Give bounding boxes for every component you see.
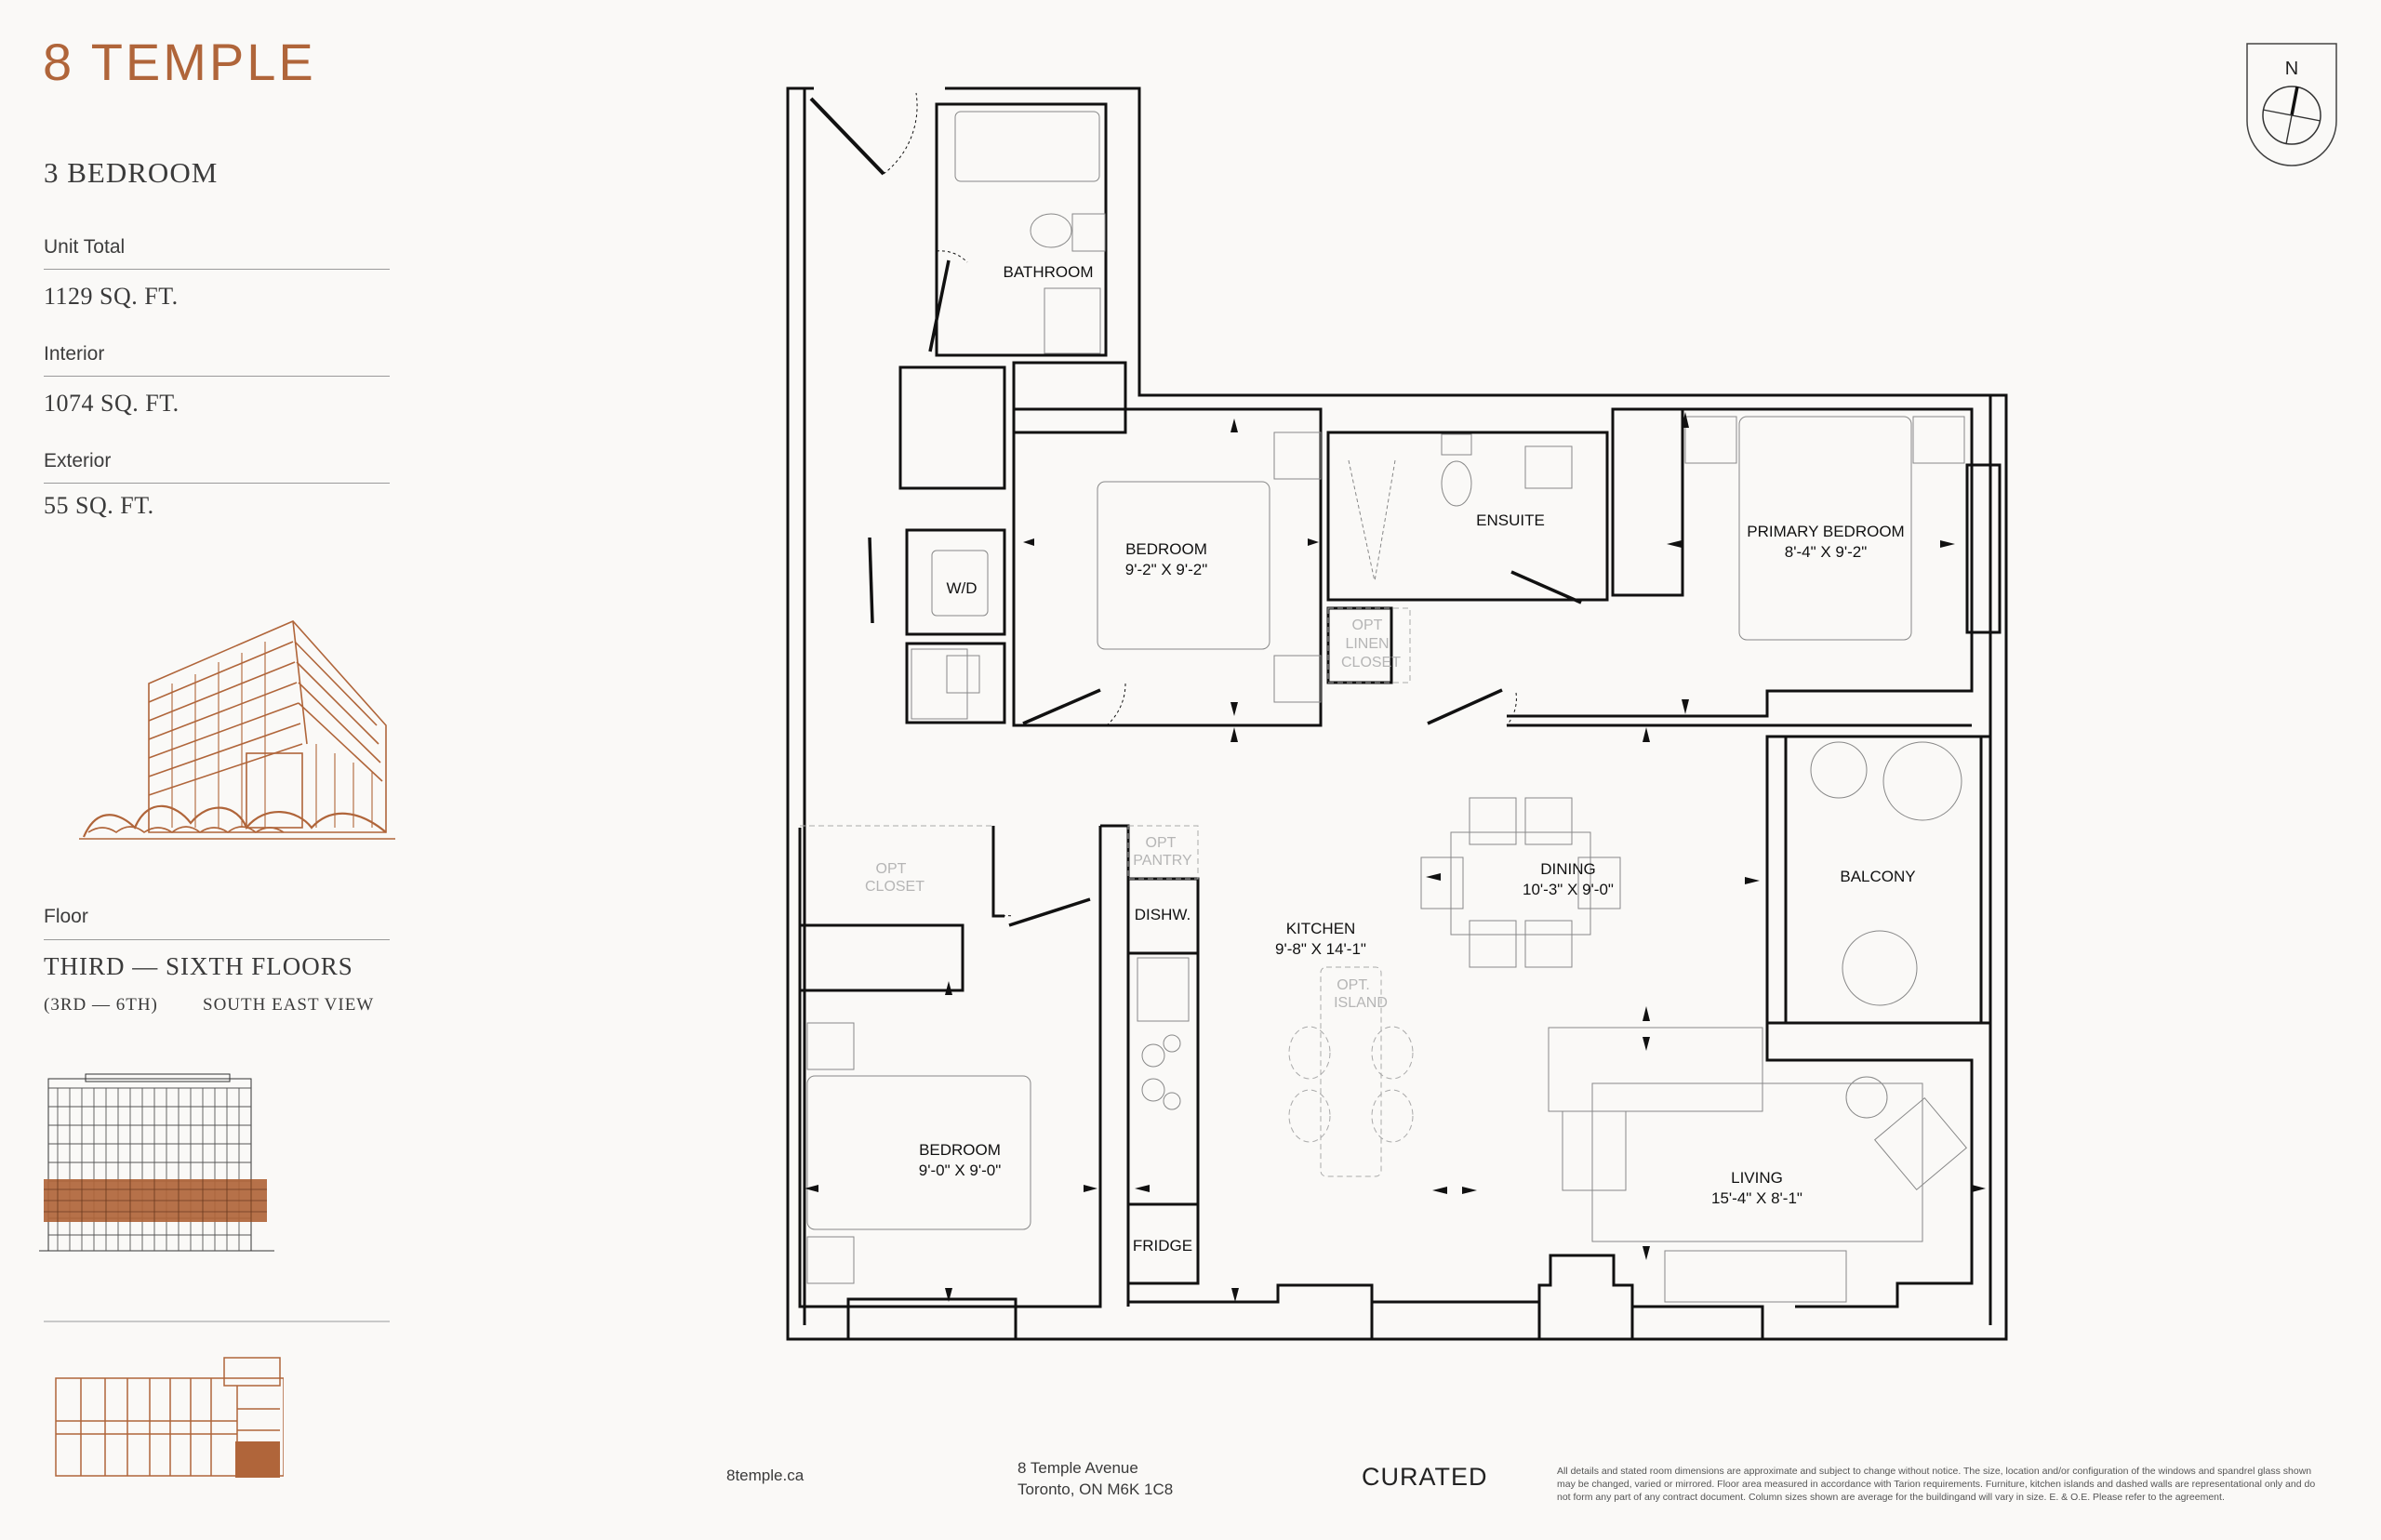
room-label-dining: DINING — [1540, 860, 1596, 878]
room-dims-dining: 10'-3" X 9'-0" — [1523, 881, 1614, 898]
website-link[interactable]: 8temple.ca — [726, 1467, 805, 1484]
spec-label-exterior: Exterior — [44, 450, 112, 471]
room-label-primary-bedroom: PRIMARY BEDROOM — [1747, 523, 1904, 540]
room-dims-living: 15'-4" X 8'-1" — [1711, 1189, 1802, 1207]
opt-island-line1: OPT. — [1337, 977, 1370, 993]
room-label-living: LIVING — [1731, 1169, 1783, 1187]
divider — [44, 376, 390, 377]
room-label-balcony: BALCONY — [1840, 868, 1915, 885]
room-label-ensuite: ENSUITE — [1476, 511, 1545, 529]
building-elevation-diagram — [39, 1073, 274, 1252]
room-dims-bedroom-bottom: 9'-0" X 9'-0" — [919, 1162, 1002, 1179]
spec-label-unit-total: Unit Total — [44, 236, 126, 258]
appliance-label-wd: W/D — [946, 579, 977, 597]
room-dims-kitchen: 9'-8" X 14'-1" — [1275, 940, 1366, 958]
room-label-kitchen: KITCHEN — [1286, 920, 1356, 937]
appliance-label-dishwasher: DISHW. — [1135, 906, 1190, 923]
developer-logo: CURATED — [1362, 1463, 1488, 1491]
opt-linen-closet-line1: OPT — [1352, 617, 1383, 633]
brand-logo: 8 TEMPLE — [43, 33, 316, 91]
opt-pantry-line2: PANTRY — [1133, 853, 1192, 869]
spec-value-interior: 1074 SQ. FT. — [44, 390, 180, 417]
floor-value: THIRD — SIXTH FLOORS — [44, 952, 353, 980]
building-sketch-illustration — [79, 620, 395, 840]
floor-label: Floor — [44, 906, 88, 927]
address-line2: Toronto, ON M6K 1C8 — [1018, 1480, 1174, 1498]
disclaimer-text: All details and stated room dimensions a… — [1557, 1466, 2316, 1503]
address-line1: 8 Temple Avenue — [1018, 1459, 1138, 1477]
room-label-bathroom: BATHROOM — [1004, 263, 1094, 281]
opt-pantry-line1: OPT — [1146, 835, 1177, 851]
unit-type: 3 BEDROOM — [44, 156, 219, 189]
appliance-label-fridge: FRIDGE — [1133, 1237, 1192, 1255]
spec-value-exterior: 55 SQ. FT. — [44, 492, 154, 519]
room-dims-primary-bedroom: 8'-4" X 9'-2" — [1785, 543, 1868, 561]
divider — [44, 269, 390, 270]
spec-label-interior: Interior — [44, 343, 105, 365]
floor-plan: BATHROOM BEDROOM 9'-2" X 9'-2" ENSUITE P… — [786, 86, 2008, 1341]
opt-island-line2: ISLAND — [1334, 995, 1388, 1011]
opt-linen-closet-line2: LINEN — [1345, 636, 1389, 652]
room-label-bedroom-top: BEDROOM — [1125, 540, 1207, 558]
floor-range: (3RD — 6TH) — [44, 995, 158, 1015]
key-plan-diagram — [55, 1357, 284, 1478]
north-compass-icon: N — [2246, 43, 2337, 166]
room-label-bedroom-bottom: BEDROOM — [919, 1141, 1001, 1159]
divider — [44, 939, 390, 940]
divider — [44, 1321, 390, 1322]
opt-closet-line2: CLOSET — [865, 879, 924, 895]
opt-closet-line1: OPT — [876, 861, 907, 877]
opt-linen-closet-line3: CLOSET — [1341, 655, 1401, 670]
divider — [44, 483, 390, 484]
spec-value-unit-total: 1129 SQ. FT. — [44, 283, 179, 310]
compass-north-label: N — [2285, 59, 2298, 79]
room-dims-bedroom-top: 9'-2" X 9'-2" — [1125, 561, 1208, 578]
view-direction: SOUTH EAST VIEW — [203, 995, 375, 1015]
